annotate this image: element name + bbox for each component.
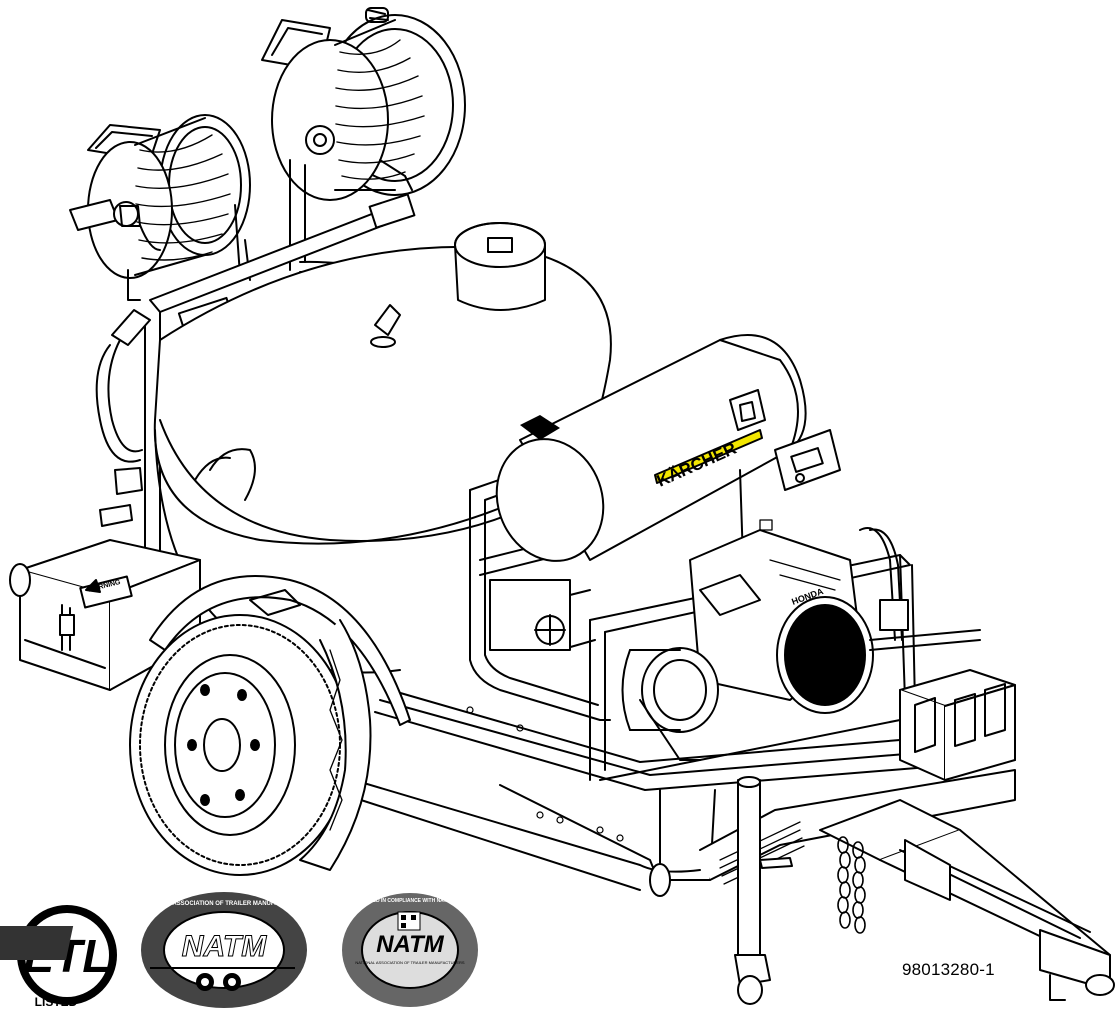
engine [621,527,909,761]
fender-and-wheel [129,575,411,876]
etl-caption: LISTED [35,995,78,1009]
part-number: 98013280-1 [902,960,995,979]
natm-compliance-logo: NATM NATIONAL ASSOCIATION OF TRAILER MAN… [337,893,483,1007]
natm-member-logo: NATM NATIONAL ASSOCIATION OF TRAILER MAN… [0,892,308,1008]
natm-compliance-ring-text: MANUFACTURED IN COMPLIANCE WITH NATM GUI… [337,898,483,904]
safety-chains [837,836,866,934]
battery-box [869,629,1016,781]
natm-compliance-mark: NATM [376,931,445,958]
hose-reel-front [69,114,251,301]
natm-compliance-inner-text: NATIONAL ASSOCIATION OF TRAILER MANUFACT… [355,960,465,965]
natm-member-ring-text: NATIONAL ASSOCIATION OF TRAILER MANUFACT… [140,901,307,907]
hose-reel-rear [261,7,466,271]
storage-box [9,539,201,691]
water-tank [153,222,612,674]
tongue-jack [734,776,793,1005]
natm-member-mark: NATM [182,930,267,963]
burner-boiler [495,334,807,562]
trailer-tongue [819,799,1115,1001]
